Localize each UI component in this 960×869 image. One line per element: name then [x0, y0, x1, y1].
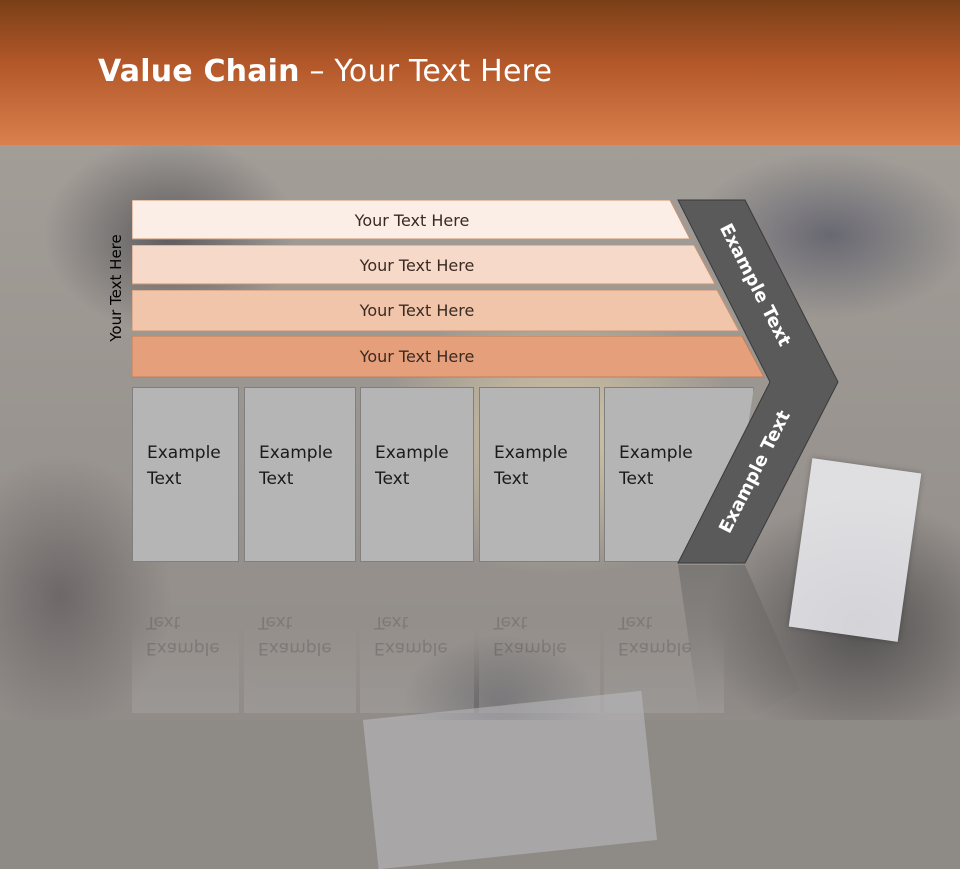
bar-4: Your Text Here	[132, 336, 767, 378]
header-band: Value Chain – Your Text Here	[0, 0, 960, 145]
slide-title: Value Chain – Your Text Here	[98, 54, 553, 89]
bar-2-label: Your Text Here	[359, 255, 475, 275]
chevron-reflection	[678, 565, 800, 720]
bar-4-label: Your Text Here	[359, 346, 475, 366]
bar-1-label: Your Text Here	[354, 210, 470, 230]
chevron-shape	[677, 199, 839, 564]
bar-2: Your Text Here	[132, 245, 717, 285]
bar-1: Your Text Here	[132, 200, 692, 240]
bar-3: Your Text Here	[132, 290, 742, 332]
bar-3-label: Your Text Here	[359, 300, 475, 320]
chevron-arrow	[677, 199, 839, 720]
